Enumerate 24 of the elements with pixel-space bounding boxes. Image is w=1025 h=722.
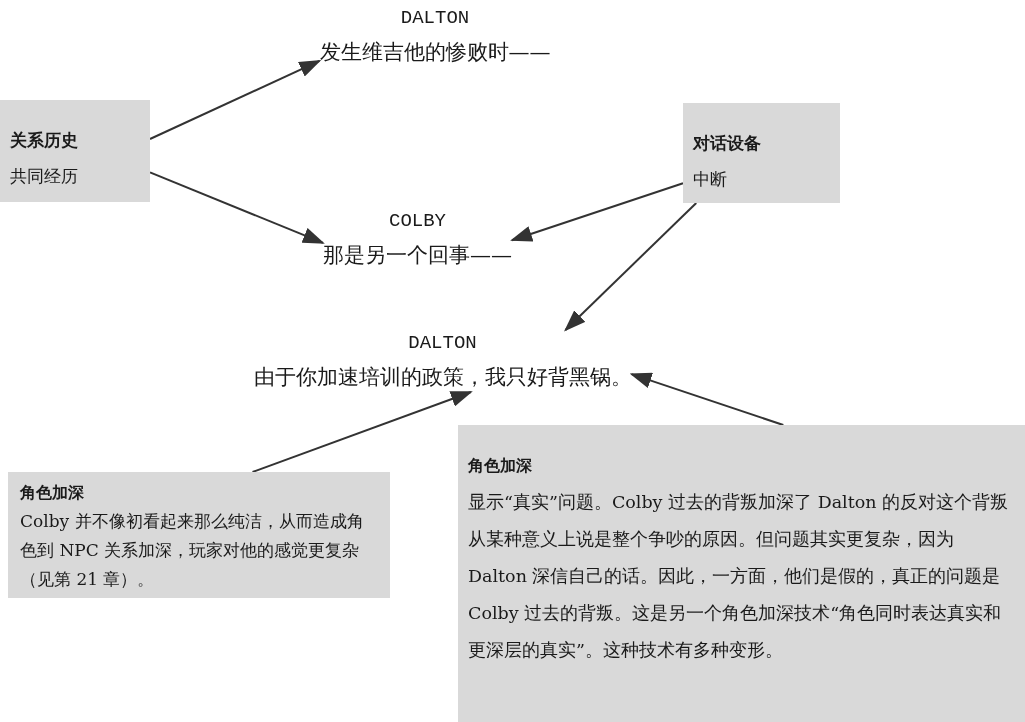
box-heading: 角色加深	[20, 482, 85, 504]
arrow	[629, 372, 785, 426]
box-heading: 关系历史	[10, 129, 79, 152]
text-box	[458, 425, 1025, 722]
box-text: 中断	[693, 168, 728, 191]
text-box	[0, 100, 150, 202]
box-text: 共同经历	[10, 165, 79, 188]
speaker-name: COLBY	[389, 209, 446, 234]
speaker-name: DALTON	[400, 6, 470, 31]
arrow	[149, 59, 322, 140]
box-text: Colby 并不像初看起来那么纯洁，从而造成角色到 NPC 关系加深，玩家对他的感觉更复杂（见第 21 章）。	[20, 510, 365, 591]
box-text: 显示“真实”问题。Colby 过去的背叛加深了 Dalton 的反对这个背叛从某种意义上说是整个争吵的原因。但问题其实更复杂，因为 Dalton 深信自己的话。因此，一方面，他们是假的，真正的问题是 Colby 过去的背叛。这是另一个角色加深技术“角色同时表达真实和更深层的真实”。这种技术有多种变形。	[468, 491, 1010, 662]
box-heading: 对话设备	[693, 132, 762, 155]
arrow	[564, 202, 698, 332]
dialogue-line: 发生维吉他的惨败时——	[319, 39, 551, 66]
speaker-name: DALTON	[408, 331, 477, 356]
arrow	[149, 171, 325, 244]
dialogue-line: 那是另一个回事——	[323, 242, 512, 269]
text-box	[683, 103, 840, 203]
arrow	[510, 182, 684, 242]
dialogue-line: 由于你加速培训的政策，我只好背黑锅。	[253, 364, 632, 391]
box-heading: 角色加深	[468, 455, 533, 477]
text-box	[8, 472, 390, 598]
arrow	[251, 391, 473, 473]
